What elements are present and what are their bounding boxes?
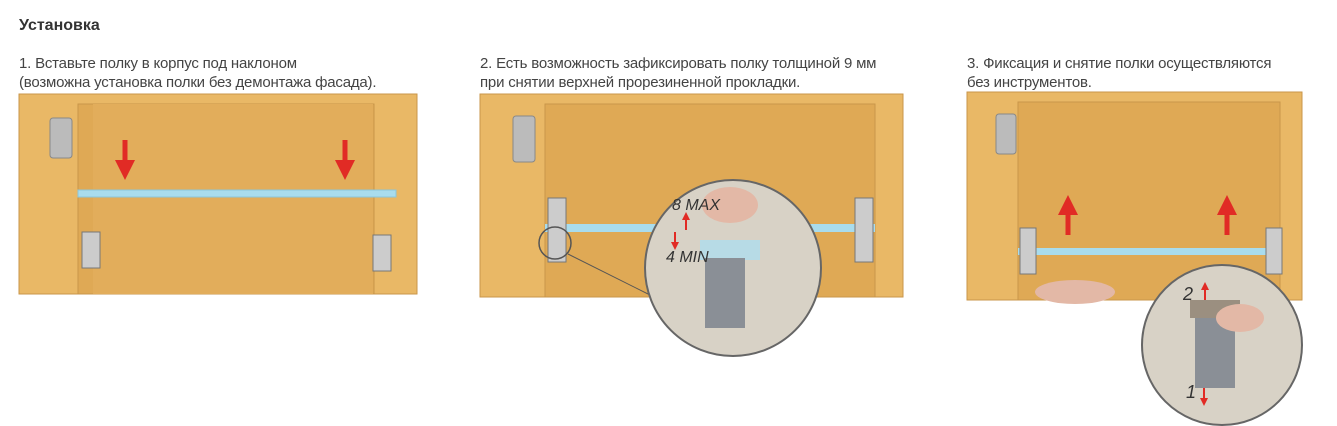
shelf-support-icon	[81, 231, 101, 269]
step-2-line2: при снятии верхней прорезиненной проклад…	[480, 74, 801, 91]
step-2-illustration: 8 MAX 4 MIN	[479, 93, 904, 357]
shelf-support-icon	[1019, 227, 1037, 275]
hinge-icon	[512, 115, 536, 163]
section-title: Установка	[19, 17, 100, 34]
hinge-icon	[995, 113, 1017, 155]
step-one-label: 1	[1186, 382, 1196, 402]
step-two-label: 2	[1182, 284, 1193, 304]
shelf-support-icon	[1265, 227, 1283, 275]
step-3-line1: 3. Фиксация и снятие полки осуществляютс…	[967, 55, 1272, 72]
step-2-line1: 2. Есть возможность зафиксировать полку …	[480, 55, 877, 72]
step-1-text: 1. Вставьте полку в корпус под наклоном (…	[19, 54, 377, 92]
shelf	[77, 189, 397, 198]
hinge-icon	[49, 117, 73, 159]
min-label: 4 MIN	[666, 249, 709, 266]
max-label: 8 MAX	[672, 197, 721, 214]
step-1-line2: (возможна установка полки без демонтажа …	[19, 74, 377, 91]
step-3-line2: без инструментов.	[967, 74, 1092, 91]
shelf-support-icon	[854, 197, 874, 263]
step-3-text: 3. Фиксация и снятие полки осуществляютс…	[967, 54, 1271, 92]
step-1-line1: 1. Вставьте полку в корпус под наклоном	[19, 55, 297, 72]
step-1-illustration	[18, 93, 418, 295]
shelf-support-icon	[547, 197, 567, 263]
step-2-text: 2. Есть возможность зафиксировать полку …	[480, 54, 877, 92]
shelf-support-icon	[372, 234, 392, 272]
step-3-illustration: 2 1	[966, 91, 1303, 426]
